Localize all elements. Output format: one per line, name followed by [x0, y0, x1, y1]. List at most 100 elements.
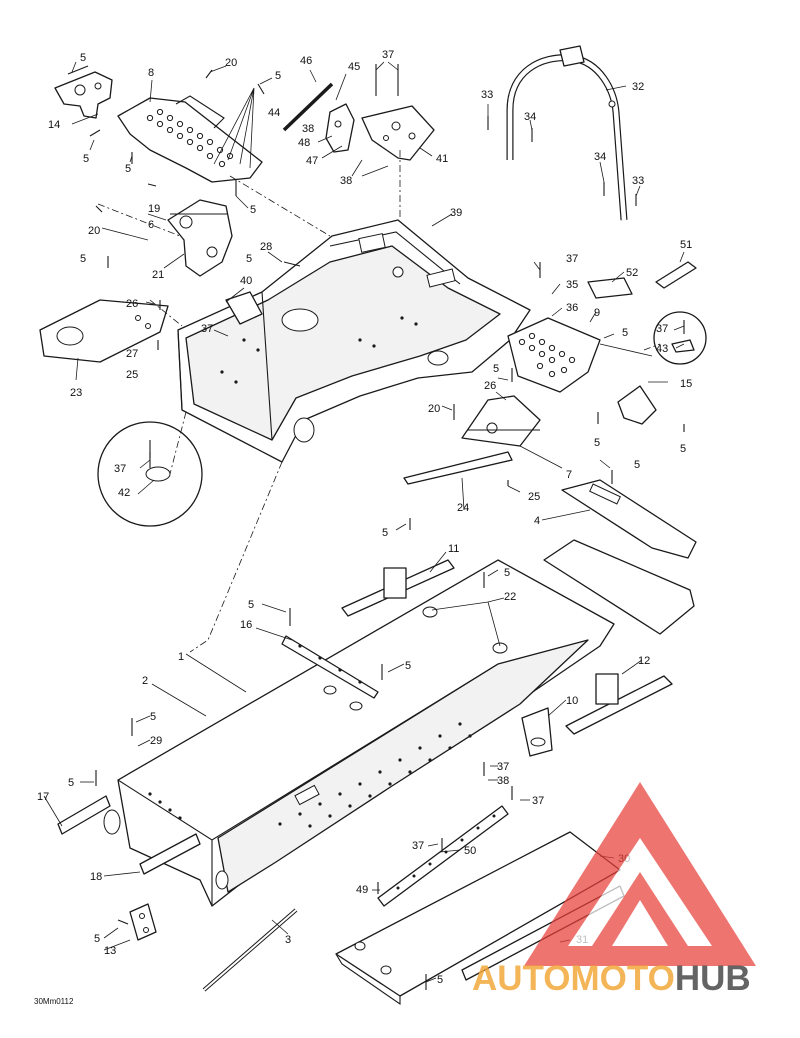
callout: 5: [382, 527, 388, 539]
callout: 35: [566, 279, 578, 291]
callout: 22: [504, 591, 516, 603]
callout: 5: [680, 443, 686, 455]
callout: 16: [240, 619, 252, 631]
watermark-brand-a: AUTOMOTO: [472, 959, 675, 998]
callout: 5: [68, 777, 74, 789]
part-52-bracket: [587, 277, 633, 299]
callout: 25: [126, 369, 138, 381]
watermark-brand-b: HUB: [675, 959, 751, 998]
callout: 33: [632, 175, 644, 187]
callout: 13: [104, 945, 116, 957]
callout: 8: [148, 67, 154, 79]
callout: 5: [83, 153, 89, 165]
callout: 37: [497, 761, 509, 773]
callout: 52: [626, 267, 638, 279]
part-12-strip: [565, 673, 673, 735]
callout: 10: [566, 695, 578, 707]
callout: 46: [300, 55, 312, 67]
callout: 27: [126, 348, 138, 360]
callout: 5: [622, 327, 628, 339]
part-6-21-bracket: [167, 199, 233, 277]
callout: 5: [594, 437, 600, 449]
callout: 39: [450, 207, 462, 219]
callout: 5: [504, 567, 510, 579]
callout: 5: [125, 163, 131, 175]
callout: 33: [481, 89, 493, 101]
callout: 40: [240, 275, 252, 287]
part-4-cover: [543, 479, 697, 635]
callout: 26: [126, 298, 138, 310]
callout: 43: [656, 343, 668, 355]
callout: 37: [114, 463, 126, 475]
callout: 38: [340, 175, 352, 187]
callout: 2: [142, 675, 148, 687]
part-32-loop: [506, 45, 628, 221]
part-44-48-steering-parts: [282, 82, 355, 153]
callout: 49: [356, 884, 368, 896]
callout: 37: [201, 323, 213, 335]
callout: 25: [528, 491, 540, 503]
part-51-strip: [655, 261, 697, 289]
callout: 37: [412, 840, 424, 852]
callout: 7: [566, 469, 572, 481]
callout: 28: [260, 241, 272, 253]
callout: 44: [268, 107, 280, 119]
watermark-logo-icon: [524, 782, 756, 966]
callout: 5: [80, 52, 86, 64]
callout: 5: [405, 660, 411, 672]
callout: 42: [118, 487, 130, 499]
callout: 32: [632, 81, 644, 93]
callout: 41: [436, 153, 448, 165]
part-41-bracket-plate: [361, 105, 435, 161]
callout: 5: [80, 253, 86, 265]
callout: 19: [148, 203, 160, 215]
callout: 29: [150, 735, 162, 747]
callout: 48: [298, 137, 310, 149]
svg-text:AUTOMOTOHUB: AUTOMOTOHUB: [472, 959, 751, 998]
callout: 20: [428, 403, 440, 415]
callout: 37: [566, 253, 578, 265]
part-50-strip: [377, 805, 509, 907]
watermark: AUTOMOTOHUB: [472, 782, 756, 998]
callout: 34: [594, 151, 606, 163]
callout: 23: [70, 387, 82, 399]
part-8-footrest-left: [117, 95, 263, 183]
callout: 5: [248, 599, 254, 611]
part-16-rail: [281, 635, 379, 699]
callout: 5: [246, 253, 252, 265]
part-18-angle: [139, 833, 201, 875]
callout: 50: [464, 845, 476, 857]
callout: 5: [94, 933, 100, 945]
part-9-footrest-right: [507, 317, 601, 393]
callout: 37: [532, 795, 544, 807]
callout: 4: [534, 515, 540, 527]
part-23-plate: [39, 299, 169, 363]
part-14-bracket: [54, 71, 113, 119]
part-10-bracket: [521, 707, 553, 757]
callout: 12: [638, 655, 650, 667]
part-3-rod: [202, 908, 298, 992]
callout: 11: [448, 543, 459, 555]
callout: 3: [285, 934, 291, 946]
callout: 45: [348, 61, 360, 73]
part-17-angle: [57, 795, 111, 835]
callout: 36: [566, 302, 578, 314]
part-24-strip: [403, 451, 513, 485]
detail-circle-42: [97, 421, 203, 527]
callout: 24: [457, 502, 469, 514]
callout: 18: [90, 871, 102, 883]
callout: 26: [484, 380, 496, 392]
callout: 14: [48, 119, 60, 131]
callout: 20: [225, 57, 237, 69]
callout: 37: [382, 49, 394, 61]
part-13-plate: [129, 903, 157, 941]
callout: 37: [656, 323, 668, 335]
callout: 5: [634, 459, 640, 471]
callout: 5: [250, 204, 256, 216]
callout: 20: [88, 225, 100, 237]
part-main-frame: [177, 219, 531, 463]
callout: 21: [152, 269, 164, 281]
assembly-centerlines: [97, 150, 661, 653]
callout: 47: [306, 155, 318, 167]
callout: 6: [148, 219, 154, 231]
